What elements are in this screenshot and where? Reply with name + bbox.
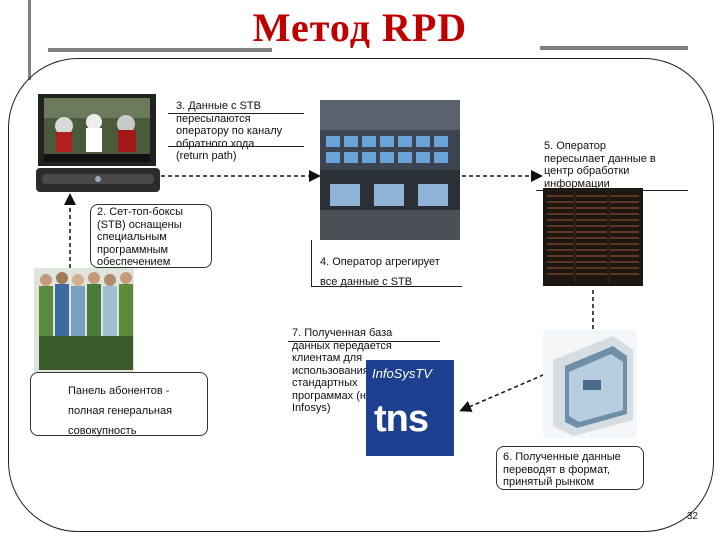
arrow-format-to-tns xyxy=(459,371,551,412)
step7-line-6: программах (напр., xyxy=(292,389,391,402)
step5-label: 5. Оператор пересылает данные в центр об… xyxy=(544,140,656,190)
step1-label: Панель абонентов - полная генеральная со… xyxy=(68,381,172,441)
step6-callout xyxy=(496,446,644,490)
step7-underline xyxy=(288,341,440,342)
step7-line-1: 7. Полученная база xyxy=(292,327,393,339)
step2-line-3: специальным xyxy=(97,231,167,243)
step7-line-4: использования в xyxy=(292,364,378,377)
tns-logo: InfoSysTV tns xyxy=(366,360,454,456)
step5-line-3: центр обработки xyxy=(544,165,630,177)
step3-line-1: 3. Данные с STB xyxy=(176,100,261,112)
monitor-photo xyxy=(543,330,637,438)
diagram-frame xyxy=(8,58,714,532)
data-center-photo xyxy=(543,188,643,286)
infosys-brand-text: InfoSysTV xyxy=(372,366,432,381)
step2-callout xyxy=(90,204,212,268)
left-vertical-rule xyxy=(28,0,31,80)
step7-label: 7. Полученная база данных передается кли… xyxy=(292,327,392,415)
step5-underline xyxy=(536,190,688,191)
step5-line-4: информации xyxy=(544,177,610,190)
step3-underline xyxy=(168,113,304,114)
step2-line-5: обеспечением xyxy=(97,256,171,268)
step3-line-2: пересылаются xyxy=(176,112,251,125)
slide-title: Метод RPD xyxy=(252,5,468,50)
step6-line-2: переводят в формат, xyxy=(503,463,610,476)
step2-line-4: программным xyxy=(97,243,169,256)
step3-line-5: (return path) xyxy=(176,150,237,162)
step7-line-3: клиентам для xyxy=(292,352,363,364)
step4-line-2: все данные с STB xyxy=(320,276,413,288)
title-rule-left xyxy=(48,48,272,52)
step1-callout xyxy=(30,372,208,436)
step5-line-1: 5. Оператор xyxy=(544,140,607,152)
step3-label: 3. Данные с STB пересылаются оператору п… xyxy=(176,100,282,163)
operator-room-photo xyxy=(320,100,460,240)
title-rule-right xyxy=(540,46,688,50)
page-number: 32 xyxy=(686,511,698,522)
tv-stb-photo xyxy=(36,92,162,194)
step6-label: 6. Полученные данные переводят в формат,… xyxy=(503,451,621,489)
step2-line-2: (STB) оснащены xyxy=(97,218,182,231)
step5-line-2: пересылает данные в xyxy=(544,152,656,165)
step1-line-1: Панель абонентов - xyxy=(68,385,170,397)
step6-line-3: принятый рынком xyxy=(503,476,595,488)
step1-line-2: полная генеральная xyxy=(68,405,173,417)
step4-line-1: 4. Оператор агрегирует xyxy=(320,256,440,268)
step2-label: 2. Сет-топ-боксы (STB) оснащены специаль… xyxy=(97,206,183,269)
step7-line-7: Infosys) xyxy=(292,402,331,414)
step4-tick xyxy=(311,240,312,287)
tns-brand-text: tns xyxy=(374,398,429,440)
panel-people-photo xyxy=(34,268,134,372)
step1-line-3: совокупность xyxy=(68,425,137,437)
step7-line-2: данных передается xyxy=(292,339,392,352)
step2-line-1: 2. Сет-топ-боксы xyxy=(97,206,184,218)
step7-line-5: стандартных xyxy=(292,377,358,389)
step3-line-3: оператору по каналу xyxy=(176,125,283,137)
step3-line-4: обратного хода xyxy=(176,137,255,150)
step6-line-1: 6. Полученные данные xyxy=(503,451,621,463)
step4-underline xyxy=(312,286,462,287)
step4-label: 4. Оператор агрегирует все данные с STB xyxy=(320,252,440,292)
step3-underline-2 xyxy=(168,146,304,147)
